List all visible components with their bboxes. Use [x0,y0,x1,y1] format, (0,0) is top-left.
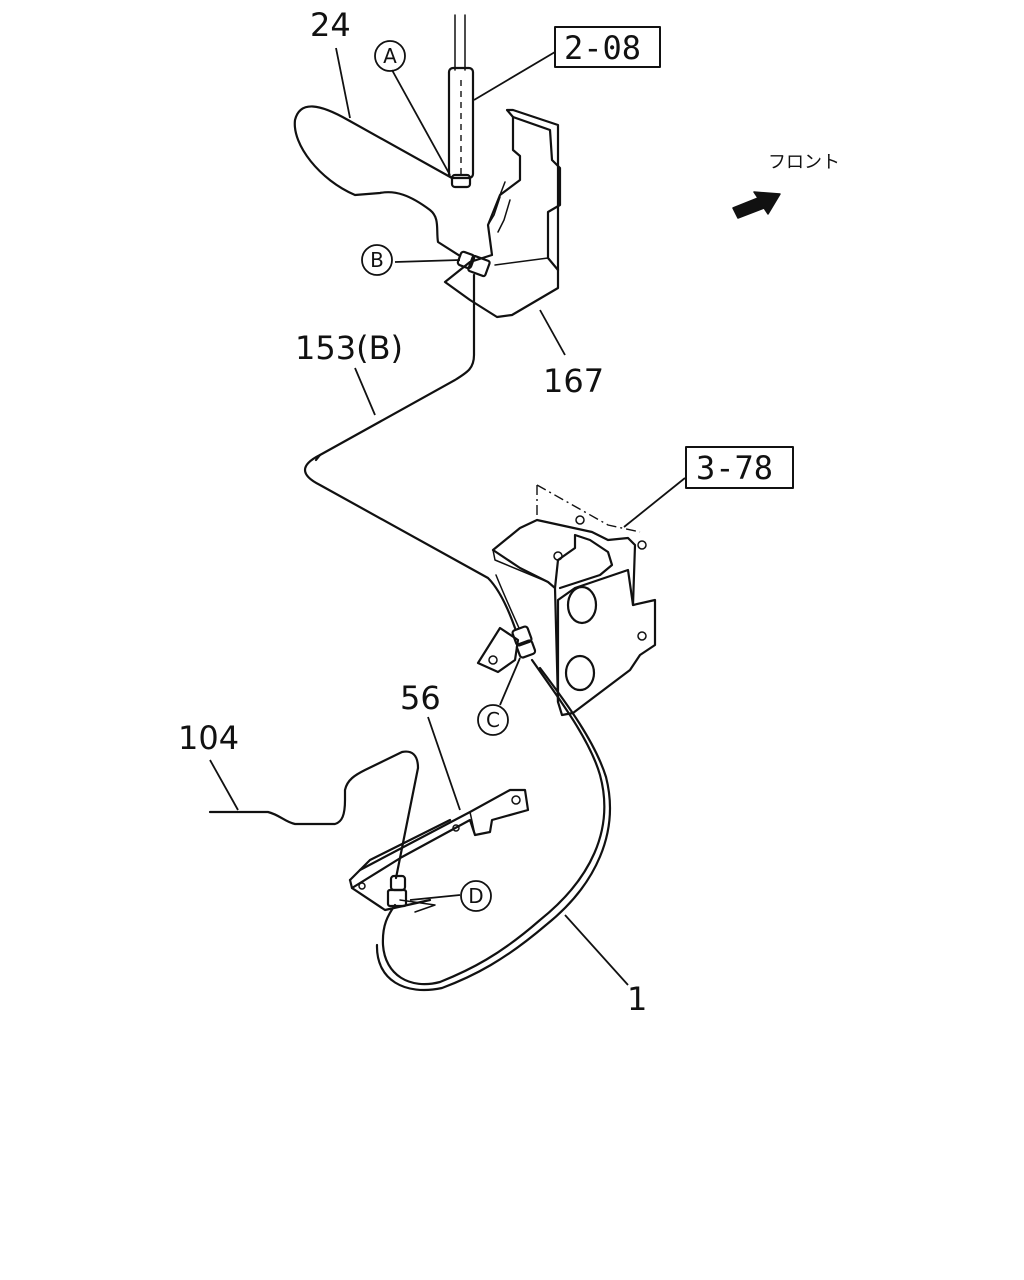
reference-box-2-08[interactable]: 2-08 [554,26,661,68]
part-number-167: 167 [543,362,604,400]
reference-label-2-08: 2-08 [564,29,641,67]
circle-marker-c: C [477,704,509,736]
cable-153b [303,273,517,630]
part-number-24: 24 [310,6,351,44]
fitting-b [456,250,491,278]
bracket-3-78 [476,484,657,717]
circle-marker-a: A [374,40,406,72]
cable-1 [381,658,606,986]
part-number-56: 56 [400,679,441,717]
circle-marker-b: B [361,244,393,276]
bracket-167 [443,108,562,319]
svg-text:D: D [468,884,483,908]
reference-label-3-78: 3-78 [696,449,773,487]
part-number-1: 1 [627,980,647,1018]
bracket-56 [348,788,530,913]
leader-lines [209,47,686,986]
svg-text:A: A [383,44,397,68]
svg-text:C: C [486,708,500,732]
reference-box-3-78[interactable]: 3-78 [685,446,794,489]
front-arrow-icon [732,191,781,219]
fitting-d [386,874,408,908]
fitting-c [511,625,537,659]
cable-24 [293,105,462,258]
part-number-153b: 153(B) [295,329,403,367]
upper-rod [447,14,475,189]
cable-104 [208,750,420,880]
part-number-104: 104 [178,719,239,757]
svg-text:B: B [370,248,384,272]
front-direction-label: フロント [768,152,840,173]
circle-marker-d: D [460,880,492,912]
